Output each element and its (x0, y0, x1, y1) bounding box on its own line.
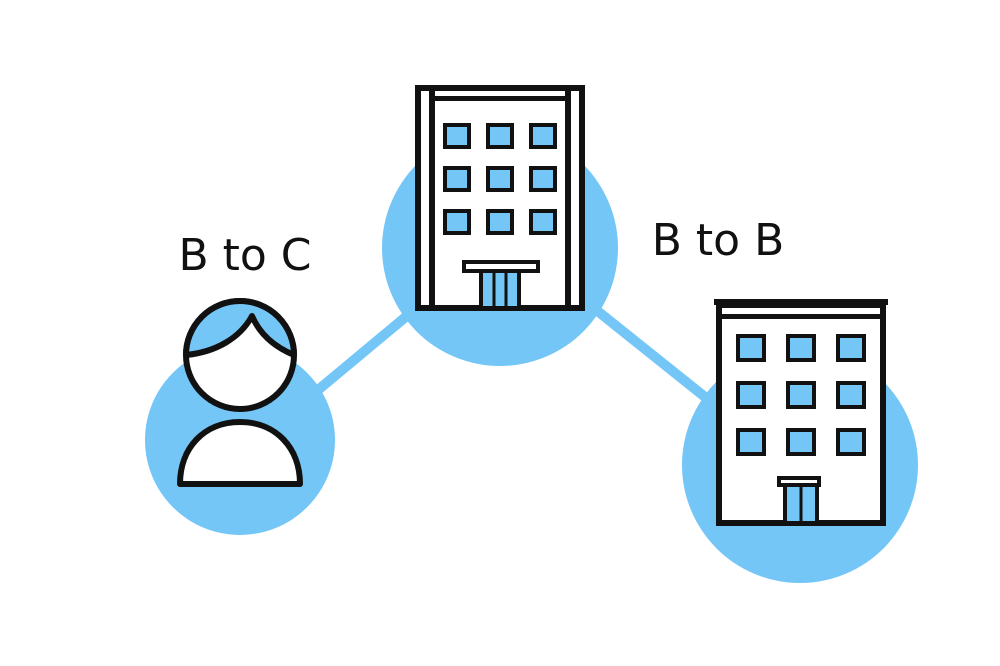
person-body (177, 419, 303, 487)
connector-company-to-company (585, 300, 720, 410)
building-icon (714, 299, 888, 526)
label-b-to-c: B to C (178, 230, 311, 281)
center-building-door (479, 269, 521, 310)
building-icon (415, 85, 585, 311)
person-hair (183, 298, 297, 358)
label-b-to-b: B to B (652, 215, 785, 266)
connector-company-to-consumer (295, 300, 425, 410)
person-icon (177, 298, 303, 487)
